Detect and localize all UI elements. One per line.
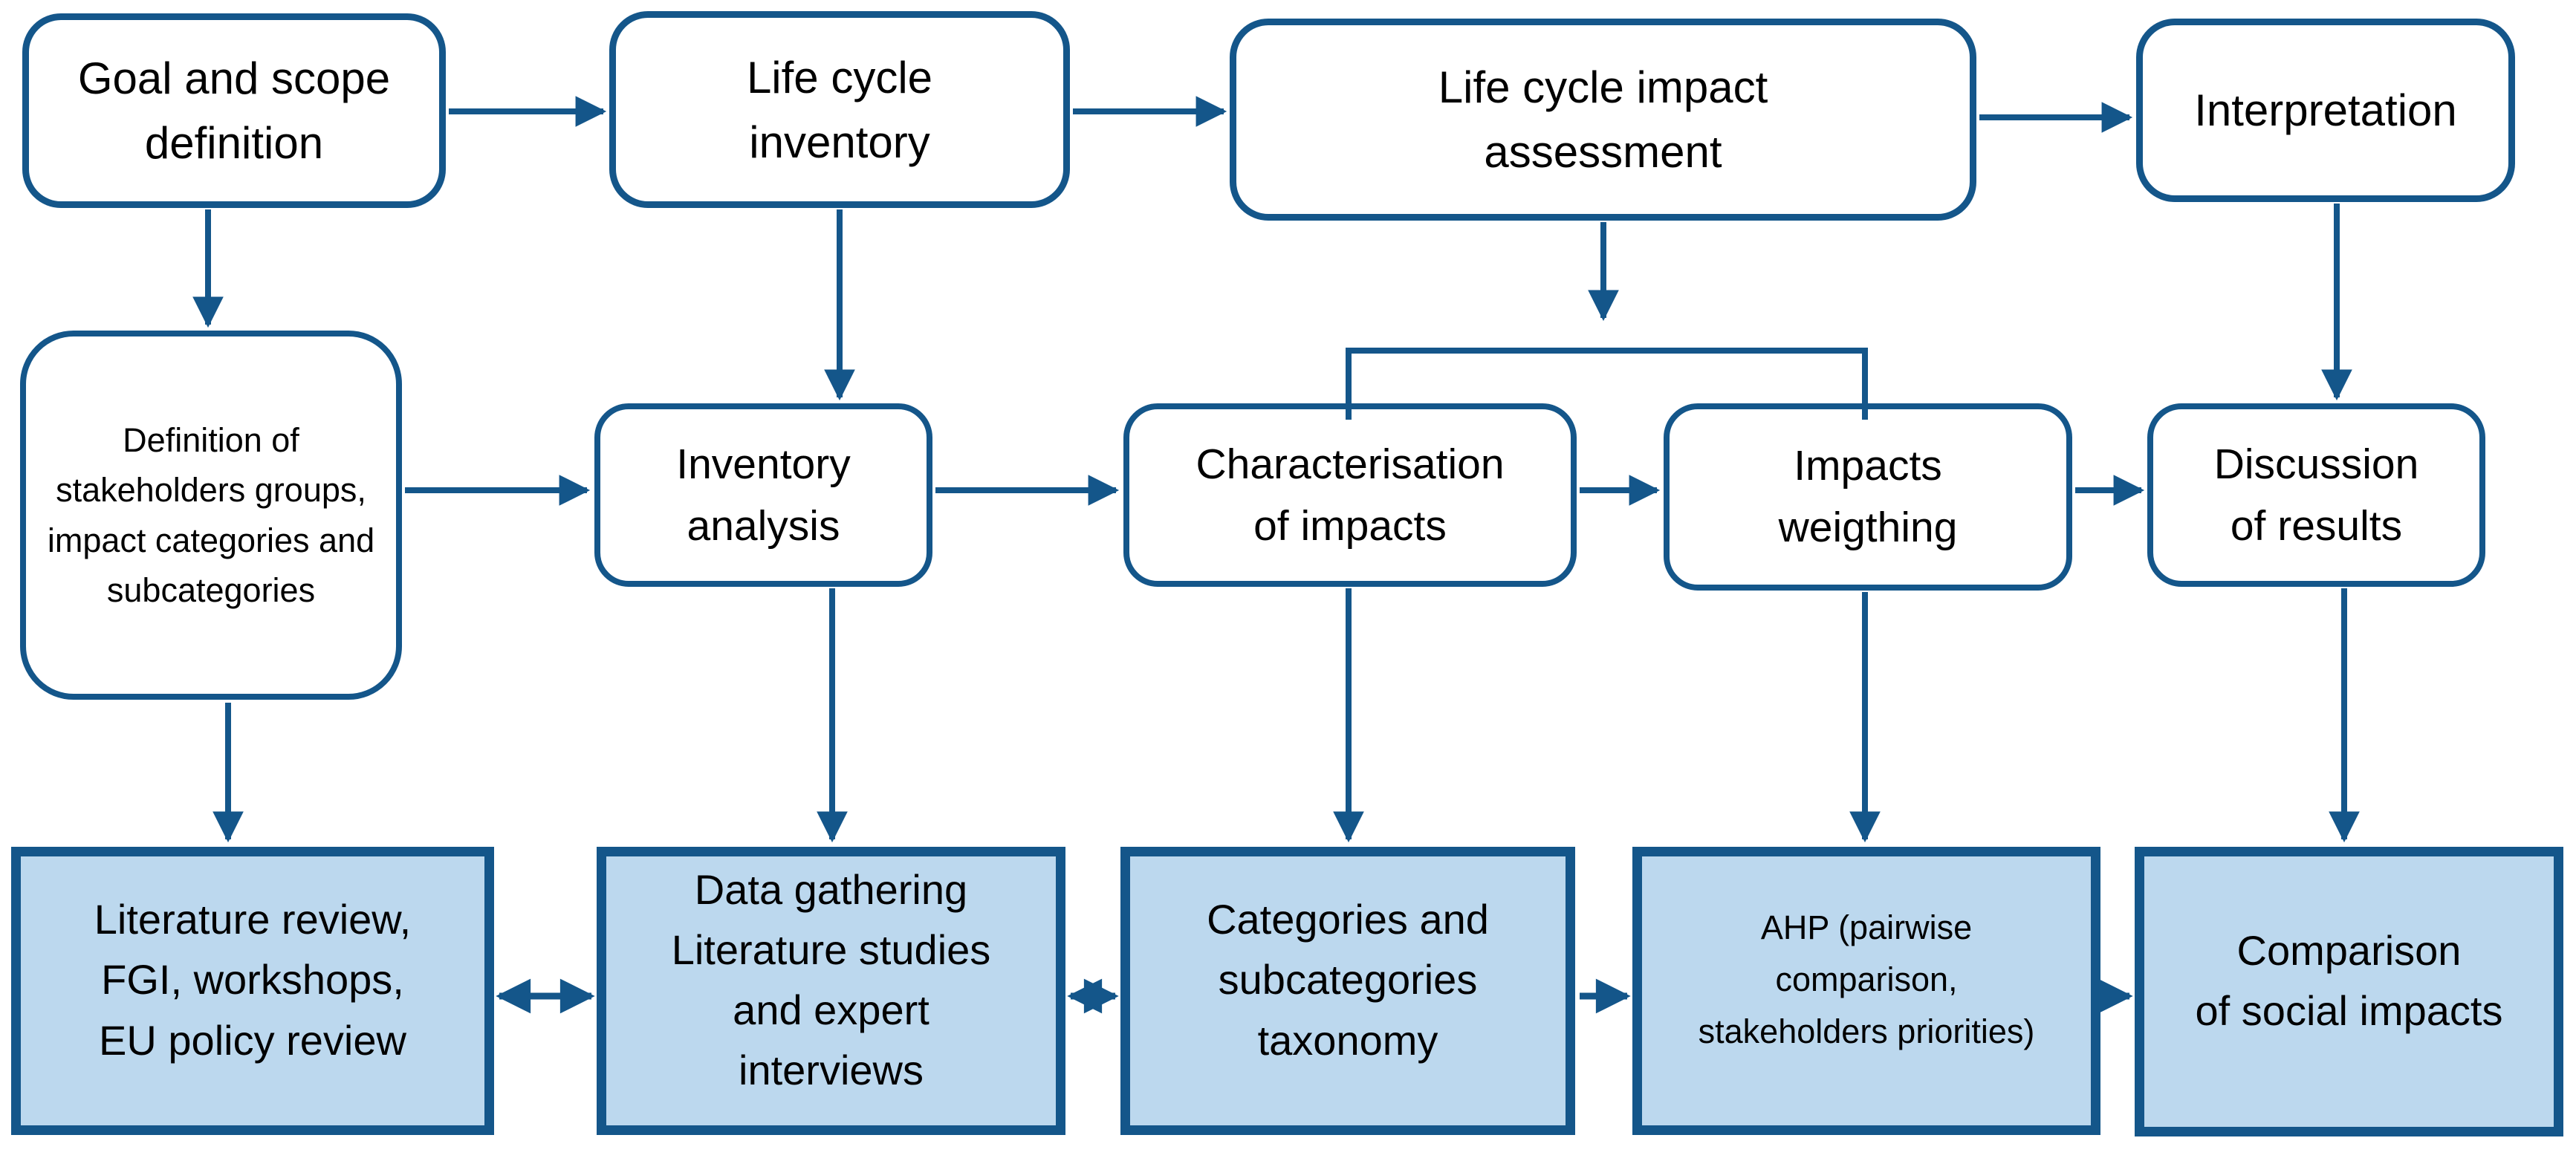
box-literature-review: Literature review, FGI, workshops, EU po… bbox=[11, 847, 494, 1135]
box-characterisation-of-impacts: Characterisation of impacts bbox=[1123, 403, 1577, 587]
box-definition-of-stakeholders: Definition of stakeholders groups, impac… bbox=[20, 331, 402, 700]
box-goal-and-scope: Goal and scope definition bbox=[22, 13, 446, 208]
box-life-cycle-impact-assessment: Life cycle impact assessment bbox=[1230, 19, 1976, 221]
box-interpretation: Interpretation bbox=[2136, 19, 2515, 202]
box-data-gathering: Data gathering Literature studies and ex… bbox=[597, 847, 1065, 1135]
box-comparison-social-impacts: Comparison of social impacts bbox=[2135, 847, 2563, 1136]
box-discussion-of-results: Discussion of results bbox=[2147, 403, 2485, 587]
box-life-cycle-inventory: Life cycle inventory bbox=[609, 11, 1070, 208]
box-ahp-pairwise-comparison: AHP (pairwise comparison, stakeholders p… bbox=[1632, 847, 2100, 1135]
box-impacts-weighting: Impacts weigthing bbox=[1664, 403, 2072, 591]
box-categories-taxonomy: Categories and subcategories taxonomy bbox=[1120, 847, 1575, 1135]
box-inventory-analysis: Inventory analysis bbox=[594, 403, 932, 587]
